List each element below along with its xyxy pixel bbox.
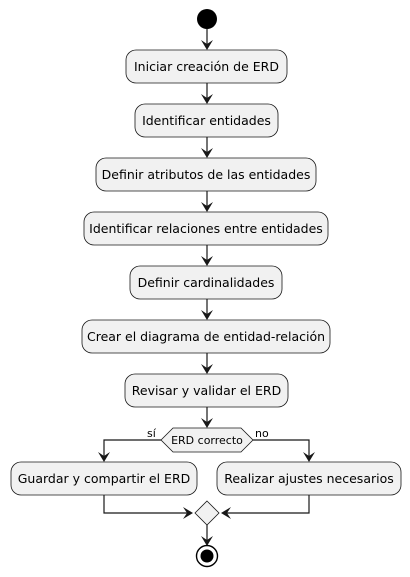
no-branch-label: no	[255, 427, 269, 440]
step-definir-atributos: Definir atributos de las entidades	[95, 157, 317, 192]
edges	[98, 29, 315, 546]
step-label: Identificar entidades	[142, 113, 271, 128]
action-label: Guardar y compartir el ERD	[18, 471, 191, 486]
decision-label: ERD correcto	[171, 434, 243, 447]
yes-branch-label: sí	[147, 427, 157, 440]
start-node	[197, 9, 217, 29]
step-definir-cardinalidades: Definir cardinalidades	[129, 265, 283, 300]
step-label: Crear el diagrama de entidad-relación	[87, 329, 325, 344]
step-label: Iniciar creación de ERD	[134, 59, 279, 74]
decision-node: ERD correcto	[160, 427, 254, 453]
action-realizar-ajustes: Realizar ajustes necesarios	[216, 461, 402, 496]
step-label: Revisar y validar el ERD	[132, 383, 281, 398]
step-label: Identificar relaciones entre entidades	[89, 221, 323, 236]
end-node	[195, 544, 219, 568]
action-label: Realizar ajustes necesarios	[224, 471, 394, 486]
step-crear-diagrama: Crear el diagrama de entidad-relación	[81, 319, 331, 354]
merge-node	[194, 500, 220, 526]
step-iniciar-erd: Iniciar creación de ERD	[125, 49, 288, 84]
action-guardar-compartir: Guardar y compartir el ERD	[10, 461, 198, 496]
step-revisar-validar: Revisar y validar el ERD	[124, 373, 289, 408]
step-identificar-relaciones: Identificar relaciones entre entidades	[83, 211, 329, 246]
step-identificar-entidades: Identificar entidades	[134, 103, 279, 138]
step-label: Definir atributos de las entidades	[102, 167, 311, 182]
step-label: Definir cardinalidades	[138, 275, 275, 290]
